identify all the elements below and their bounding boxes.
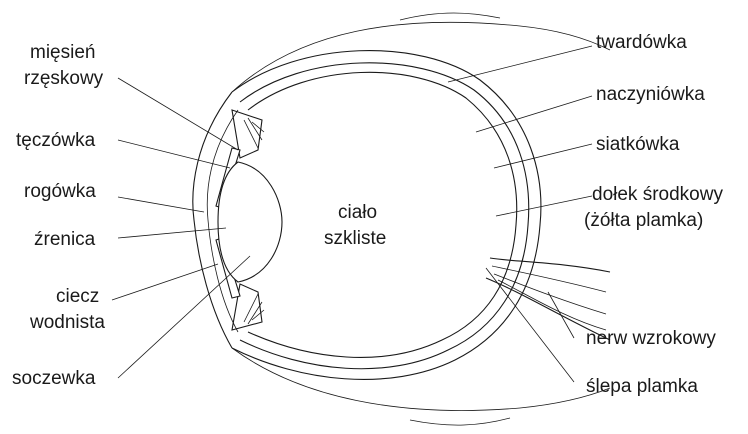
label-choroid: naczyniówka [596,84,705,105]
label-iris: tęczówka [16,130,96,151]
label-aqueous-2: wodnista [29,312,105,333]
label-blind-spot: ślepa plamka [586,376,698,397]
label-lens: soczewka [12,368,96,389]
upper-skin-2 [400,13,500,20]
label-vitreous-1: ciało [338,202,377,223]
label-fovea-2: (żółta plamka) [584,210,703,231]
label-retina: siatkówka [596,134,680,155]
label-ciliary-muscle-2: rzęskowy [24,68,104,89]
label-pupil: źrenica [34,229,96,250]
label-cornea: rogówka [24,181,96,202]
label-ciliary-muscle-1: mięsień [30,42,95,63]
label-fovea-1: dołek środkowy [592,184,723,205]
label-optic-nerve: nerw wzrokowy [586,328,716,349]
label-vitreous-2: szkliste [324,228,386,249]
label-aqueous-1: ciecz [56,286,99,307]
label-sclera: twardówka [596,32,687,53]
lower-skin-2 [410,418,510,425]
